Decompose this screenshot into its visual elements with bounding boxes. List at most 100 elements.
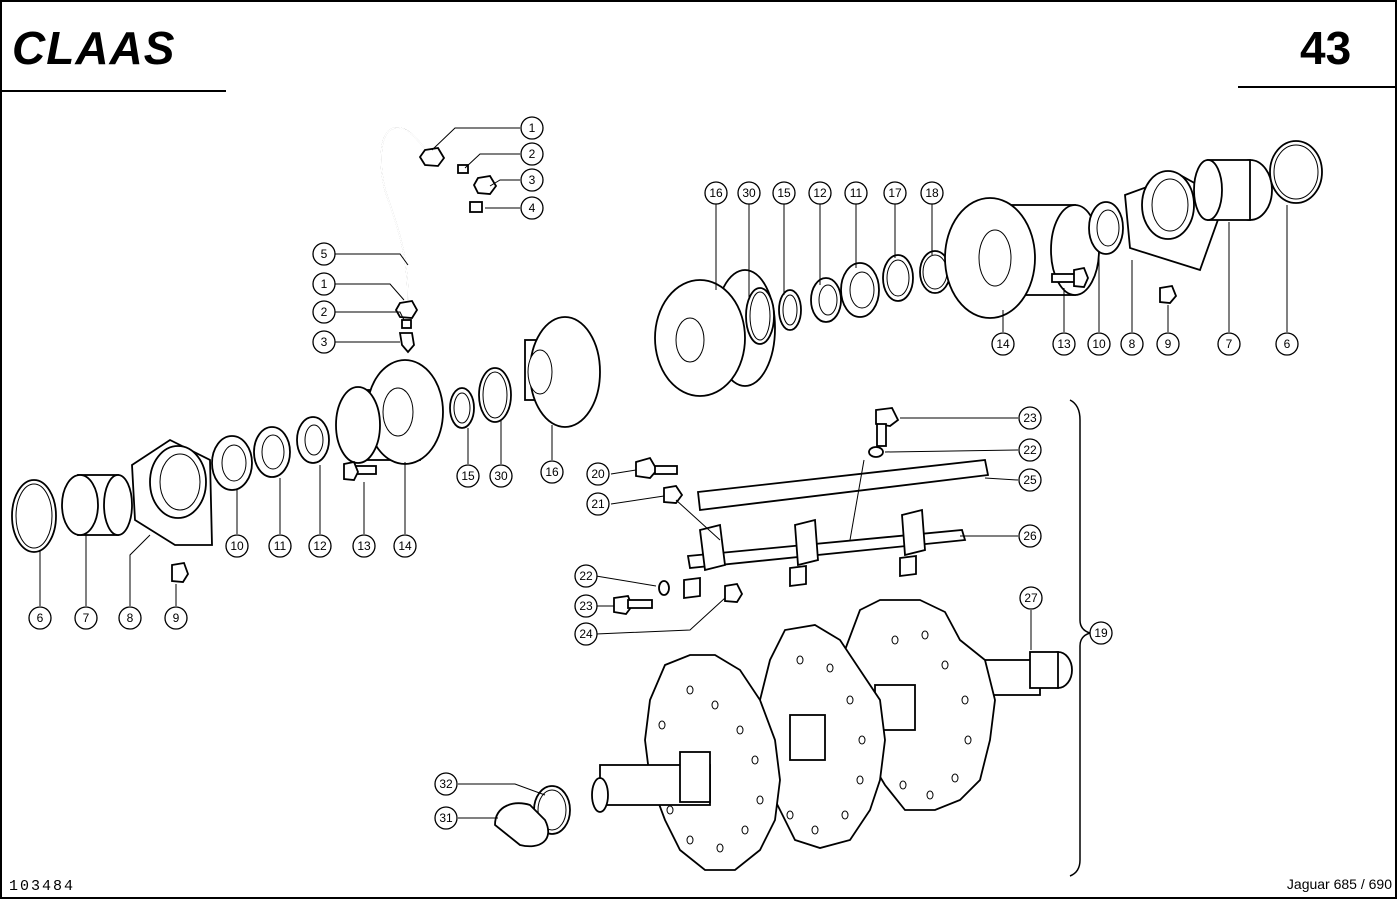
callout-bubble-18-top: 18	[920, 181, 944, 205]
svg-text:19: 19	[1094, 626, 1108, 640]
svg-text:31: 31	[439, 811, 453, 825]
callout-bubble-13-left: 13	[352, 534, 376, 558]
svg-text:12: 12	[813, 186, 827, 200]
svg-text:15: 15	[461, 469, 475, 483]
page-number: 43	[1300, 22, 1351, 74]
callout-bubble-11-left: 11	[268, 534, 292, 558]
svg-text:2: 2	[529, 147, 536, 161]
svg-text:2: 2	[321, 305, 328, 319]
svg-text:7: 7	[83, 611, 90, 625]
callout-bubble-17-top: 17	[883, 181, 907, 205]
group-bracket	[1069, 399, 1093, 877]
svg-text:24: 24	[579, 627, 593, 641]
svg-text:30: 30	[742, 186, 756, 200]
callout-bubble-1b: 1	[312, 272, 336, 296]
callout-bubble-22-low: 22	[574, 564, 598, 588]
callout-bubble-4: 4	[520, 196, 544, 220]
svg-text:16: 16	[545, 465, 559, 479]
callout-bubble-14-right: 14	[991, 332, 1015, 356]
svg-text:26: 26	[1023, 529, 1037, 543]
callout-bubble-15-top: 15	[772, 181, 796, 205]
callout-bubble-8-right: 8	[1120, 332, 1144, 356]
svg-text:6: 6	[1284, 337, 1291, 351]
callout-bubble-23-top: 23	[1018, 406, 1042, 430]
callout-bubble-9-left: 9	[164, 606, 188, 630]
drawing-number: 103484	[9, 878, 75, 895]
callout-bubble-19: 19	[1089, 621, 1113, 645]
svg-text:11: 11	[850, 186, 863, 200]
svg-text:4: 4	[529, 201, 536, 215]
svg-text:14: 14	[398, 539, 412, 553]
svg-text:14: 14	[996, 337, 1010, 351]
callout-bubble-32: 32	[434, 772, 458, 796]
callout-bubble-12-left: 12	[308, 534, 332, 558]
svg-text:30: 30	[494, 469, 508, 483]
svg-text:22: 22	[579, 569, 593, 583]
callout-bubble-21: 21	[586, 492, 610, 516]
svg-text:32: 32	[439, 777, 453, 791]
svg-text:7: 7	[1226, 337, 1233, 351]
svg-text:13: 13	[1057, 337, 1071, 351]
svg-text:25: 25	[1023, 473, 1037, 487]
svg-text:22: 22	[1023, 443, 1037, 457]
callout-bubble-25: 25	[1018, 468, 1042, 492]
callout-bubble-14-left: 14	[393, 534, 417, 558]
left-bearing-assembly	[11, 316, 601, 583]
callout-bubble-7-left: 7	[74, 606, 98, 630]
svg-text:13: 13	[357, 539, 371, 553]
svg-text:27: 27	[1024, 591, 1038, 605]
svg-text:1: 1	[321, 277, 328, 291]
svg-text:8: 8	[1129, 337, 1136, 351]
grease-line-assembly	[380, 127, 498, 354]
callout-bubble-1: 1	[520, 116, 544, 140]
callout-bubble-16-top: 16	[704, 181, 728, 205]
svg-text:5: 5	[321, 247, 328, 261]
svg-text:9: 9	[173, 611, 180, 625]
svg-text:3: 3	[529, 173, 536, 187]
callout-bubble-26: 26	[1018, 524, 1042, 548]
callout-bubble-3b: 3	[312, 330, 336, 354]
svg-text:11: 11	[274, 539, 287, 553]
callout-bubble-27: 27	[1019, 586, 1043, 610]
callout-bubble-13-right: 13	[1052, 332, 1076, 356]
callout-bubble-15-mid: 15	[456, 464, 480, 488]
callout-bubble-22-top: 22	[1018, 438, 1042, 462]
callout-bubble-24: 24	[574, 622, 598, 646]
callout-bubble-2b: 2	[312, 300, 336, 324]
disc-holes	[658, 630, 972, 853]
knife-strip-assembly	[613, 407, 990, 615]
svg-text:15: 15	[777, 186, 791, 200]
callout-leaders	[39, 127, 1288, 819]
svg-text:23: 23	[1023, 411, 1037, 425]
callout-bubble-23-low: 23	[574, 594, 598, 618]
callout-bubble-30-mid: 30	[489, 464, 513, 488]
upper-right-bearing-assembly	[654, 140, 1323, 397]
svg-text:3: 3	[321, 335, 328, 349]
callout-bubble-3: 3	[520, 168, 544, 192]
callout-bubble-10-right: 10	[1087, 332, 1111, 356]
callout-bubble-30-top: 30	[737, 181, 761, 205]
rotor-assembly	[494, 599, 1073, 871]
model-label: Jaguar 685 / 690	[1287, 876, 1392, 892]
callout-bubble-2: 2	[520, 142, 544, 166]
callout-bubble-5: 5	[312, 242, 336, 266]
svg-text:20: 20	[591, 467, 605, 481]
svg-text:8: 8	[127, 611, 134, 625]
svg-text:10: 10	[230, 539, 244, 553]
callout-bubble-31: 31	[434, 806, 458, 830]
callout-bubble-10-left: 10	[225, 534, 249, 558]
svg-text:6: 6	[37, 611, 44, 625]
brand-logo: CLAAS	[12, 22, 175, 74]
callout-bubble-11-top: 11	[844, 181, 868, 205]
svg-text:18: 18	[925, 186, 939, 200]
svg-text:9: 9	[1165, 337, 1172, 351]
callout-bubble-7-right: 7	[1217, 332, 1241, 356]
svg-text:21: 21	[591, 497, 605, 511]
callout-bubble-20: 20	[586, 462, 610, 486]
callout-bubble-6-right: 6	[1275, 332, 1299, 356]
svg-text:16: 16	[709, 186, 723, 200]
svg-text:12: 12	[313, 539, 327, 553]
